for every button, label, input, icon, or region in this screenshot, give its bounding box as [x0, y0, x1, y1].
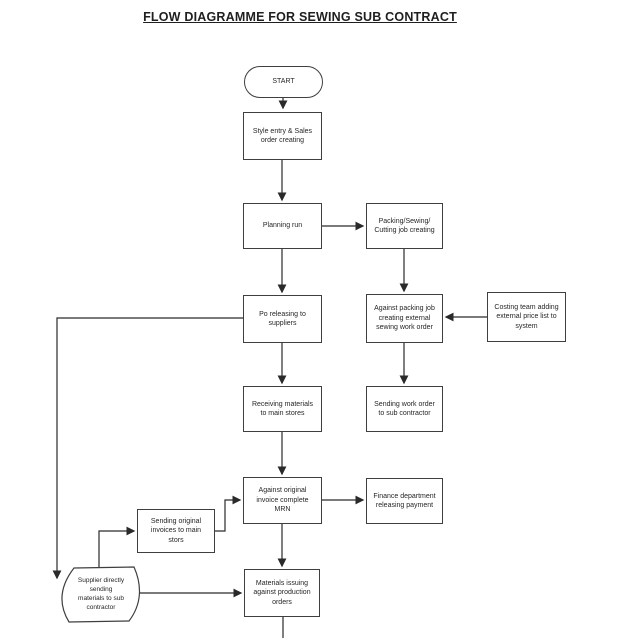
node-packing-sewing: Packing/Sewing/ Cutting job creating	[366, 203, 443, 249]
node-receiving-materials: Receiving materials to main stores	[243, 386, 322, 432]
edge-supplier-direct-to-sending-original	[98, 526, 136, 567]
node-planning-run: Planning run	[243, 203, 322, 249]
node-po-releasing: Po releasing to suppliers	[243, 295, 322, 343]
node-against-packing: Against packing job creating external se…	[366, 294, 443, 343]
node-sending-original: Sending original invoices to main stors	[137, 509, 215, 553]
node-costing-team: Costing team adding external price list …	[487, 292, 566, 342]
node-start: START	[244, 66, 323, 98]
edge-po-releasing-to-supplier-direct	[52, 317, 243, 580]
node-materials-issuing: Materials issuing against production ord…	[244, 569, 320, 617]
node-style-entry: Style entry & Sales order creating	[243, 112, 322, 160]
page-title: FLOW DIAGRAMME FOR SEWING SUB CONTRACT	[143, 10, 457, 24]
node-supplier-direct: Supplier directly sending materials to s…	[77, 577, 125, 611]
node-finance-dept: Finance department releasing payment	[366, 478, 443, 524]
node-against-original: Against original invoice complete MRN	[243, 477, 322, 524]
stored-data-shape-supplier	[61, 566, 140, 623]
edge-sending-original-to-against-original	[215, 495, 242, 532]
node-sending-work-order: Sending work order to sub contractor	[366, 386, 443, 432]
